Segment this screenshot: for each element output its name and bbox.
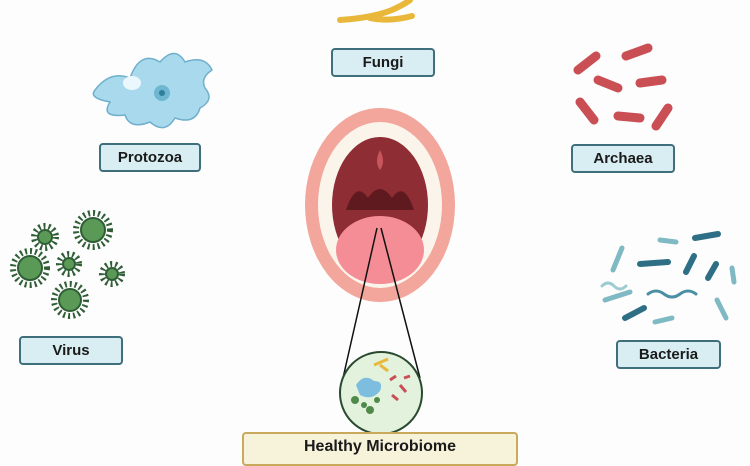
archaea-icon [573, 43, 673, 131]
microbiome-illustration [10, 0, 737, 435]
bacteria-label: Bacteria [616, 340, 721, 369]
healthy-microbiome-label: Healthy Microbiome [242, 432, 518, 466]
bacteria-icon [600, 231, 737, 325]
connector-line-left [342, 227, 378, 379]
mouth-icon [305, 108, 455, 302]
connector-line-right [380, 227, 421, 379]
fungi-icon [337, 0, 415, 23]
protozoa-label: Protozoa [99, 143, 201, 172]
microbiome-inset-icon [339, 351, 423, 435]
virus-icon [10, 210, 125, 319]
protozoa-icon [92, 52, 213, 129]
virus-label: Virus [19, 336, 123, 365]
fungi-label: Fungi [331, 48, 435, 77]
archaea-label: Archaea [571, 144, 675, 173]
